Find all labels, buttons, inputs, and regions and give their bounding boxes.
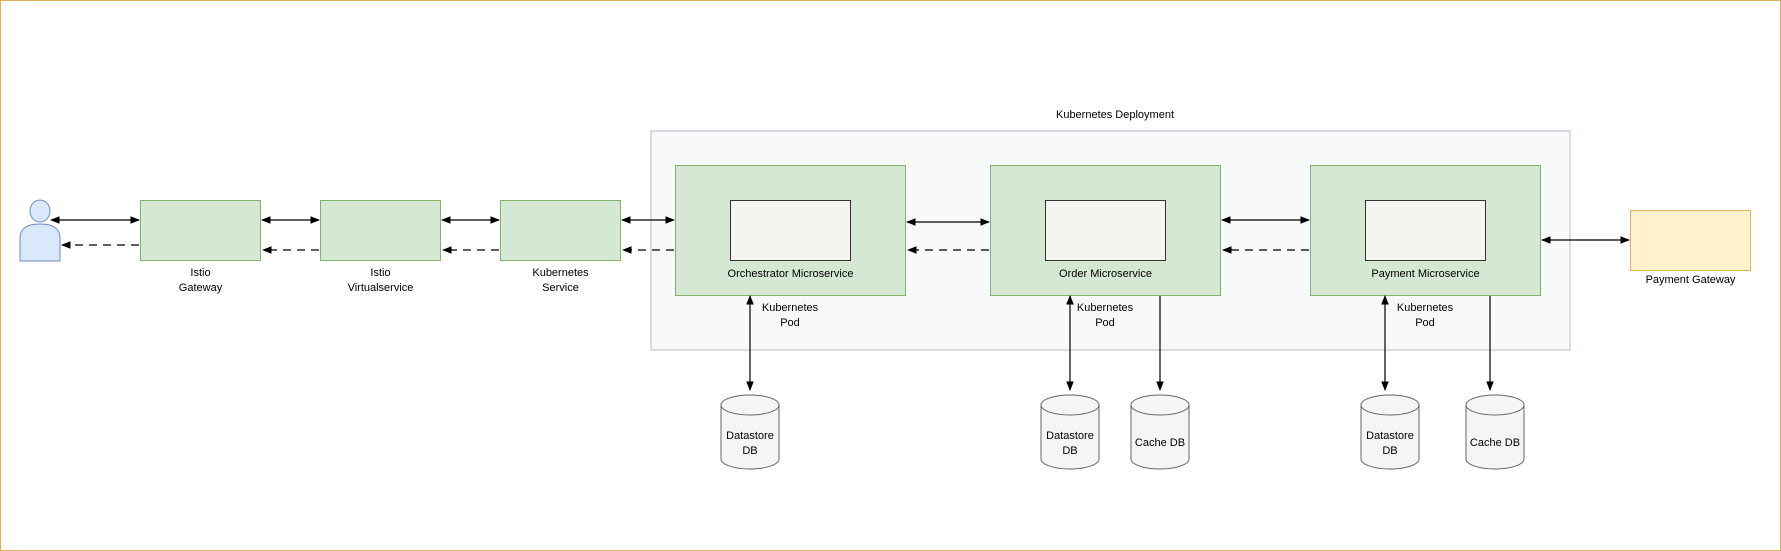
orchestrator-datastore-label: Datastore DB xyxy=(726,430,774,457)
order-container-box xyxy=(1045,200,1166,261)
payment-cache-db-icon[interactable] xyxy=(1465,394,1525,470)
istio-virtualservice-label: Istio Virtualservice xyxy=(347,267,414,294)
order-datastore-label: Datastore DB xyxy=(1046,430,1094,457)
payment-microservice-label: Payment Microservice xyxy=(1371,268,1480,280)
order-datastore-db-icon[interactable] xyxy=(1040,394,1100,470)
payment-cache-label: Cache DB xyxy=(1469,437,1521,449)
order-pod-label: Kubernetes Pod xyxy=(1076,302,1134,329)
istio-gateway-box[interactable] xyxy=(140,200,261,261)
payment-gateway-box[interactable] xyxy=(1630,210,1751,271)
orchestrator-container-box xyxy=(730,200,851,261)
kubernetes-service-label: Kubernetes Service xyxy=(532,267,589,294)
kubernetes-deployment-label: Kubernetes Deployment xyxy=(1055,109,1174,121)
payment-datastore-db-icon[interactable] xyxy=(1360,394,1420,470)
order-cache-label: Cache DB xyxy=(1134,437,1186,449)
user-actor-icon[interactable] xyxy=(19,199,61,262)
order-microservice-label: Order Microservice xyxy=(1059,268,1152,280)
payment-container-box xyxy=(1365,200,1486,261)
kubernetes-service-box[interactable] xyxy=(500,200,621,261)
order-pod-box[interactable] xyxy=(990,165,1221,296)
payment-pod-label: Kubernetes Pod xyxy=(1396,302,1454,329)
order-cache-db-icon[interactable] xyxy=(1130,394,1190,470)
orchestrator-microservice-label: Orchestrator Microservice xyxy=(727,268,854,280)
payment-gateway-label: Payment Gateway xyxy=(1645,274,1736,286)
istio-gateway-label: Istio Gateway xyxy=(178,267,223,294)
payment-datastore-label: Datastore DB xyxy=(1366,430,1414,457)
orchestrator-datastore-db-icon[interactable] xyxy=(720,394,780,470)
orchestrator-pod-label: Kubernetes Pod xyxy=(761,302,819,329)
istio-virtualservice-box[interactable] xyxy=(320,200,441,261)
